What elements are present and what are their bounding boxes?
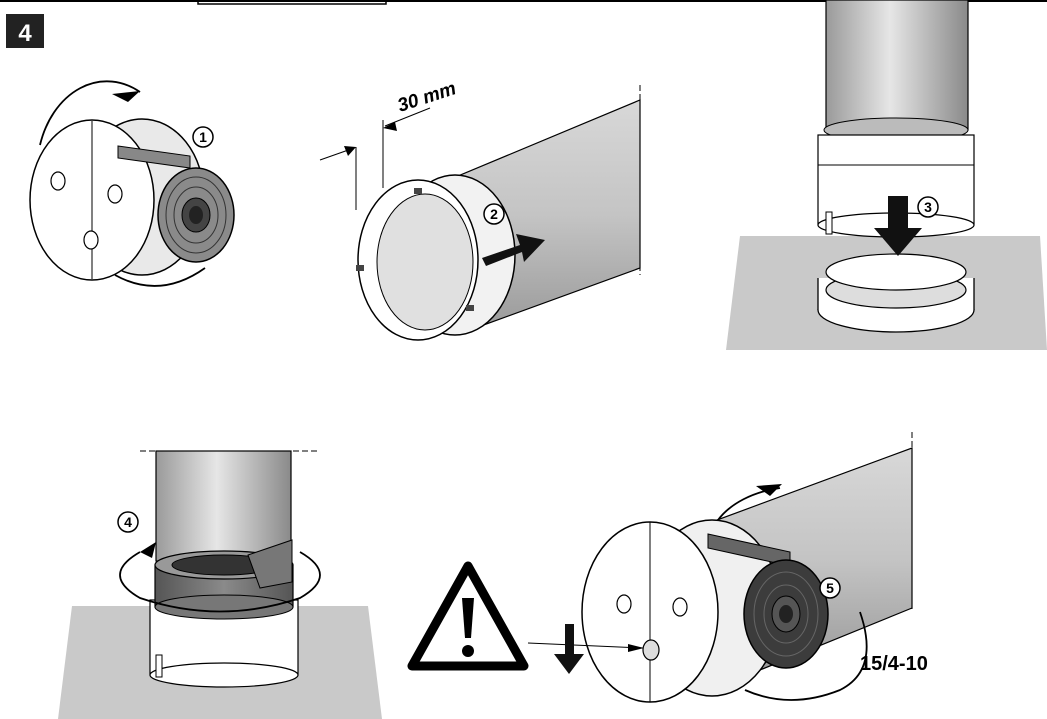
svg-text:5: 5: [826, 580, 834, 596]
svg-text:1: 1: [199, 129, 207, 145]
warning-triangle-icon: [407, 561, 529, 671]
svg-text:30 mm: 30 mm: [395, 78, 459, 117]
step-number: 4: [18, 20, 32, 47]
panel-3-vertical-connect: 3: [726, 0, 1047, 350]
callout-5: 5: [819, 577, 841, 599]
callout-2: 2: [483, 203, 505, 225]
push-arrow-icon: [482, 234, 545, 266]
callout-4: 4: [117, 511, 139, 533]
callout-1: 1: [192, 126, 214, 148]
rotation-arrow-icon: [112, 91, 140, 102]
svg-text:3: 3: [924, 199, 932, 215]
panel-1-end-cap: 1: [29, 80, 235, 287]
tape-roll-icon: [157, 167, 235, 263]
panel-2-pipe-insert: 30 mm 2: [319, 78, 641, 341]
down-arrow-icon: [874, 196, 922, 256]
rotation-arrow-icon: [140, 542, 156, 558]
callout-3: 3: [917, 196, 939, 218]
down-arrow-icon: [554, 624, 584, 674]
reference-code: 15/4-10: [860, 653, 928, 675]
svg-text:2: 2: [490, 206, 498, 222]
panel-4-wrap-joint: 4: [58, 450, 382, 719]
tape-roll-icon: [743, 559, 829, 669]
svg-text:4: 4: [124, 514, 132, 530]
panel-5-end-cap-warning: 5: [407, 432, 913, 703]
step-badge: 4: [6, 14, 44, 48]
drain-hole: [642, 639, 660, 661]
rotation-arrow-icon: [756, 484, 782, 496]
